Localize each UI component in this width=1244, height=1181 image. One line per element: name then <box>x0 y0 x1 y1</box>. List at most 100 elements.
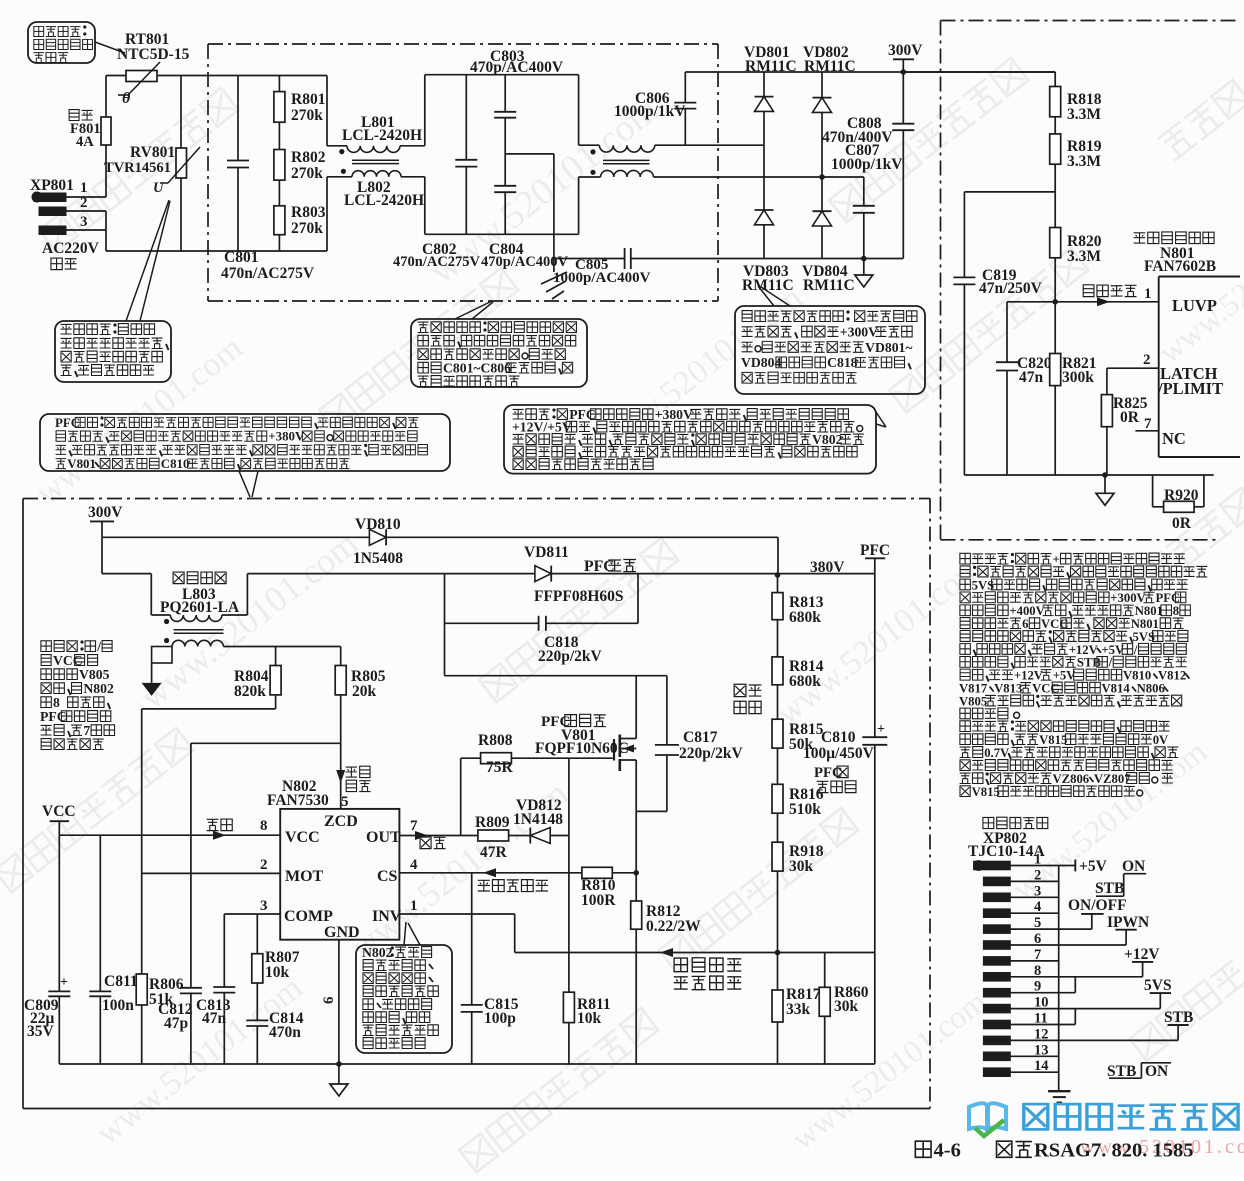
svg-text:13: 13 <box>1034 1042 1049 1058</box>
svg-text:V801: V801 <box>561 727 595 744</box>
svg-text:470p/AC400V: 470p/AC400V <box>470 59 564 76</box>
svg-text:C806: C806 <box>635 90 670 107</box>
svg-text:R821: R821 <box>1062 355 1096 372</box>
svg-text:VCC: VCC <box>1041 617 1069 631</box>
svg-text:470p/AC400V: 470p/AC400V <box>481 254 569 270</box>
svg-text:PFC: PFC <box>40 709 67 724</box>
svg-text:VD812: VD812 <box>516 797 562 814</box>
svg-text:V805: V805 <box>959 694 987 708</box>
svg-text:R820: R820 <box>1067 233 1102 250</box>
svg-text:6: 6 <box>1022 617 1028 631</box>
svg-text:8: 8 <box>1173 604 1179 618</box>
svg-text:C810: C810 <box>821 729 856 746</box>
svg-text:30k: 30k <box>789 858 814 875</box>
svg-text:R808: R808 <box>478 732 513 749</box>
svg-text:C814: C814 <box>269 1010 304 1027</box>
svg-text:R813: R813 <box>789 594 824 611</box>
svg-text:V805: V805 <box>79 667 110 682</box>
svg-text:R809: R809 <box>475 814 510 831</box>
svg-text:470n/AC275V: 470n/AC275V <box>393 254 481 270</box>
svg-text:100R: 100R <box>581 892 616 909</box>
svg-text:R815: R815 <box>789 721 824 738</box>
svg-text:C819: C819 <box>982 267 1017 284</box>
svg-text:/: / <box>96 639 101 654</box>
svg-text:GND: GND <box>324 924 360 941</box>
svg-text:7: 7 <box>410 818 418 834</box>
svg-text:V801: V801 <box>67 457 96 471</box>
svg-text:680k: 680k <box>789 609 821 626</box>
svg-text:XP801: XP801 <box>30 177 74 194</box>
svg-text:R806: R806 <box>149 976 184 993</box>
svg-text:N802: N802 <box>362 945 393 960</box>
svg-text:ZCD: ZCD <box>324 813 358 830</box>
svg-text:STB: STB <box>1077 656 1102 670</box>
svg-text:C801: C801 <box>224 249 258 266</box>
svg-text:10k: 10k <box>577 1010 602 1027</box>
svg-text:PFC: PFC <box>814 765 843 781</box>
svg-text:TVR14561: TVR14561 <box>104 160 171 176</box>
svg-text:VCC: VCC <box>42 803 76 820</box>
svg-text:820k: 820k <box>234 683 266 700</box>
svg-text:C812: C812 <box>158 1001 193 1018</box>
svg-text:380V: 380V <box>810 559 845 576</box>
svg-text:LCL-2420H: LCL-2420H <box>342 127 422 144</box>
svg-text:220p/2kV: 220p/2kV <box>538 648 603 665</box>
svg-text:270k: 270k <box>291 220 323 237</box>
svg-text:1: 1 <box>1034 852 1041 868</box>
svg-text:IPWN: IPWN <box>1107 914 1149 931</box>
svg-text:ON/OFF: ON/OFF <box>1068 897 1127 914</box>
svg-text:C803: C803 <box>490 48 525 65</box>
svg-text:47R: 47R <box>480 844 508 861</box>
svg-text:VZ807: VZ807 <box>1094 772 1131 786</box>
svg-text:N802: N802 <box>282 778 317 795</box>
svg-text:5VS: 5VS <box>1133 630 1156 644</box>
svg-text:V810: V810 <box>1123 669 1151 683</box>
svg-text:ON: ON <box>1122 858 1145 875</box>
svg-text:+12V: +12V <box>1069 643 1099 657</box>
svg-text:1: 1 <box>80 180 88 196</box>
svg-text:100μ/450V: 100μ/450V <box>803 745 875 762</box>
svg-text:680k: 680k <box>789 673 821 690</box>
svg-text:R817: R817 <box>786 986 821 1003</box>
svg-text:10k: 10k <box>265 964 290 981</box>
svg-text:C818: C818 <box>827 355 858 370</box>
svg-text:U: U <box>153 180 165 196</box>
svg-text:C801~C806: C801~C806 <box>443 361 511 376</box>
svg-text:470n/AC275V: 470n/AC275V <box>221 265 315 282</box>
svg-text:VCC: VCC <box>53 653 83 668</box>
svg-text:C809: C809 <box>24 997 59 1014</box>
svg-text:47n: 47n <box>1019 369 1044 386</box>
svg-text:12: 12 <box>1034 1026 1049 1042</box>
svg-text:PFC: PFC <box>541 713 571 730</box>
svg-text:R814: R814 <box>789 658 824 675</box>
svg-text:N801: N801 <box>1160 245 1194 262</box>
svg-text:5: 5 <box>341 794 349 810</box>
svg-text:3: 3 <box>80 214 88 230</box>
svg-text:1: 1 <box>410 898 418 914</box>
svg-text:8: 8 <box>260 818 268 834</box>
svg-text:V815: V815 <box>972 785 1000 799</box>
svg-text:1: 1 <box>1144 286 1152 302</box>
svg-text:LATCH: LATCH <box>1160 364 1218 383</box>
svg-text:R818: R818 <box>1067 91 1102 108</box>
svg-text:R810: R810 <box>581 877 616 894</box>
svg-text:4A: 4A <box>76 134 94 150</box>
svg-text:5VS: 5VS <box>1144 977 1172 994</box>
svg-text:CS: CS <box>377 868 398 885</box>
svg-text:VD801~: VD801~ <box>865 340 913 355</box>
svg-text:2: 2 <box>1034 867 1041 883</box>
svg-text:9: 9 <box>1034 979 1041 995</box>
svg-text:1000p/1kV: 1000p/1kV <box>831 156 903 173</box>
svg-text:47p: 47p <box>164 1015 188 1032</box>
svg-text:RM11C: RM11C <box>742 277 794 294</box>
svg-text:2: 2 <box>1143 352 1151 368</box>
svg-text:NTC5D-15: NTC5D-15 <box>117 46 190 63</box>
svg-text:+380V: +380V <box>268 430 305 444</box>
svg-text:3.3M: 3.3M <box>1067 153 1101 170</box>
svg-text:5: 5 <box>1034 915 1041 931</box>
svg-text:INV: INV <box>372 908 402 925</box>
svg-text:L802: L802 <box>357 179 391 196</box>
svg-text:RV801: RV801 <box>130 144 175 161</box>
svg-text:C810: C810 <box>161 457 190 471</box>
svg-text:1000p/AC400V: 1000p/AC400V <box>553 270 651 286</box>
